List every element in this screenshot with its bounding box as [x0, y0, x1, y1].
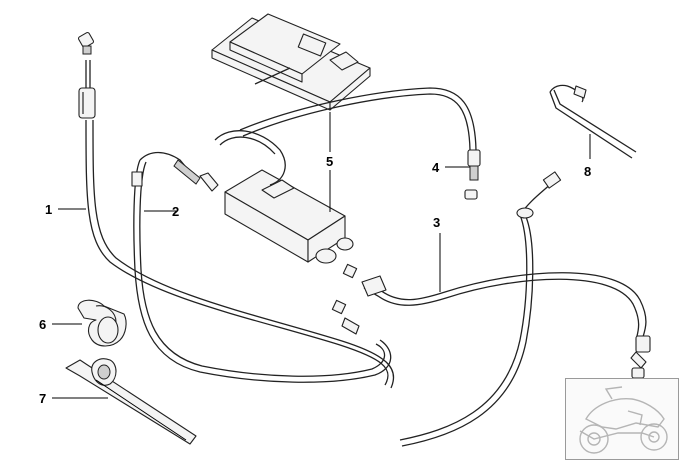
- callout-6: 6: [39, 317, 46, 332]
- cable-part-4: [239, 87, 481, 200]
- callout-4: 4: [432, 160, 440, 175]
- callout-2: 2: [172, 204, 179, 219]
- callout-5: 5: [326, 154, 333, 169]
- motorcycle-thumbnail: [565, 378, 679, 460]
- cable-part-3: [361, 171, 651, 447]
- housing-part-5: [211, 13, 371, 335]
- motorcycle-icon: [579, 386, 668, 454]
- callout-3: 3: [433, 215, 440, 230]
- clip-part-6: [77, 299, 127, 347]
- cable-tie-part-7: [65, 358, 197, 445]
- callout-7: 7: [39, 391, 46, 406]
- callout-1: 1: [45, 202, 52, 217]
- cable-part-2: [131, 151, 392, 383]
- cable-part-1: [77, 31, 395, 389]
- leader-lines: [52, 134, 591, 399]
- callout-8: 8: [584, 164, 591, 179]
- rod-part-8: [549, 84, 637, 159]
